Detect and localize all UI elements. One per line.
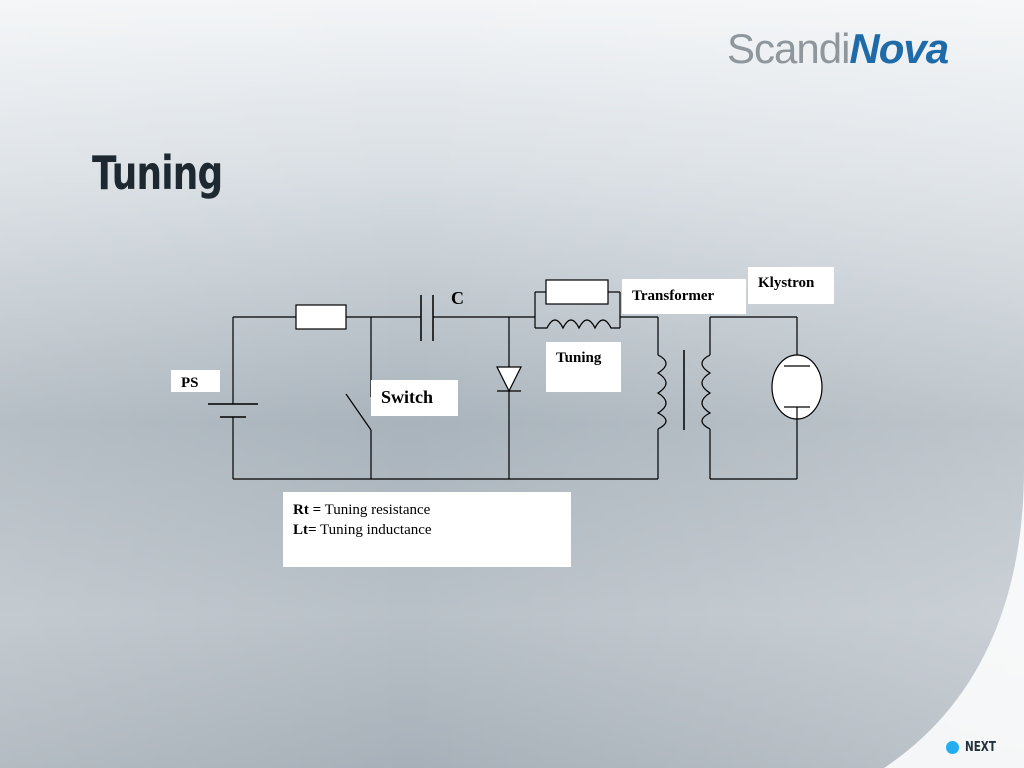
logo-text-scandi: Scandi <box>727 25 850 72</box>
transformer-secondary <box>701 354 712 430</box>
transformer-label: Transformer <box>622 279 746 314</box>
tuning-resistor <box>545 279 609 305</box>
corner-swoosh <box>824 468 1024 768</box>
resistor <box>295 304 347 330</box>
scandinova-logo: ScandiNova <box>727 25 949 72</box>
diode <box>496 366 522 393</box>
slide-title: Tuning <box>92 146 223 200</box>
ps-label: PS <box>171 370 220 392</box>
tuning-label: Tuning <box>546 342 621 392</box>
switch-blade <box>345 393 372 431</box>
klystron-label: Klystron <box>748 267 834 304</box>
legend-box: Rt = Tuning resistance Lt= Tuning induct… <box>283 492 571 567</box>
legend-symbol: Rt = <box>293 502 322 518</box>
legend-symbol: Lt= <box>293 522 317 538</box>
capacitor-label: C <box>451 288 464 308</box>
next-button[interactable]: NEXT <box>946 737 1004 757</box>
transformer-primary <box>656 354 667 430</box>
logo-text-nova: Nova <box>849 25 949 72</box>
switch-label: Switch <box>371 380 458 416</box>
legend-meaning: Tuning inductance <box>316 522 432 538</box>
legend-meaning: Tuning resistance <box>321 502 431 518</box>
legend-row-rt: Rt = Tuning resistance <box>293 500 561 520</box>
next-dot-icon <box>946 740 959 754</box>
legend-row-lt: Lt= Tuning inductance <box>293 520 561 540</box>
tuning-inductor <box>535 319 620 330</box>
next-label: NEXT <box>965 739 996 755</box>
